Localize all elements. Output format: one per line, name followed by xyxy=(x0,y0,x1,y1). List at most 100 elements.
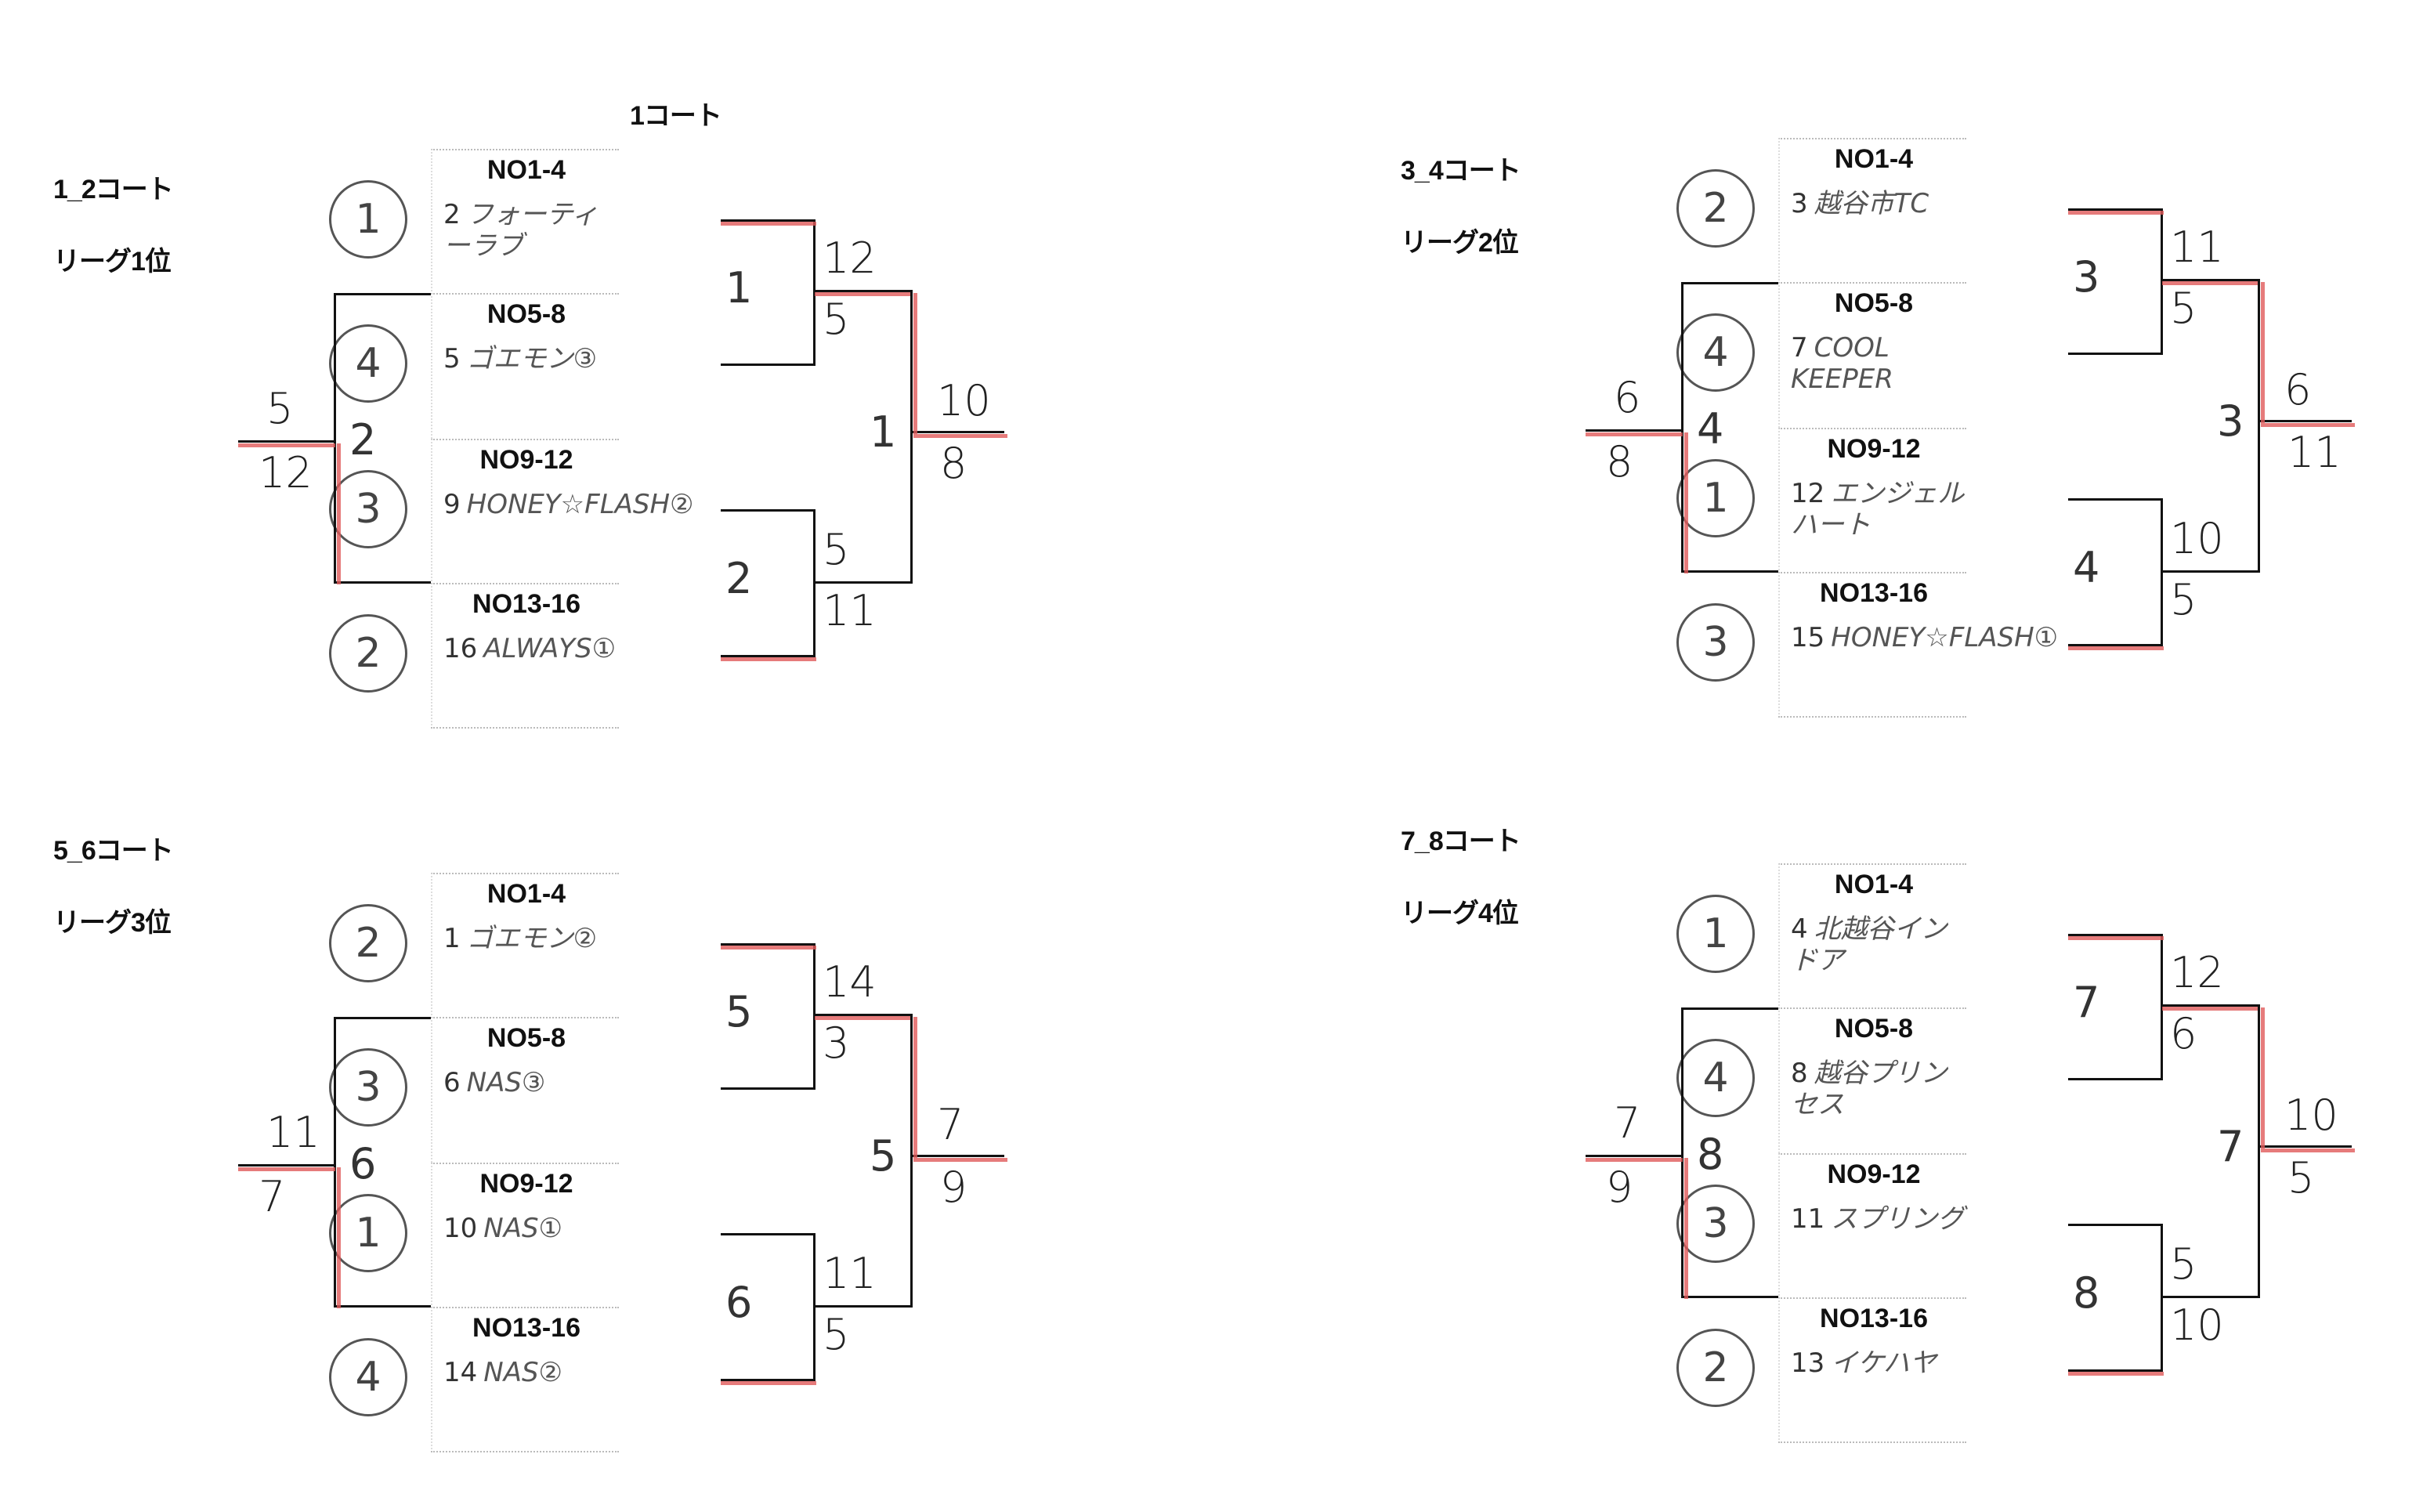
team-name: NAS② xyxy=(483,1357,563,1388)
team-number: 7 xyxy=(1791,332,1808,364)
court-label: 3_4コート xyxy=(1401,156,1521,186)
slot-header: NO9-12 xyxy=(1827,434,1921,464)
team-number: 6 xyxy=(443,1067,461,1098)
semi-bottom-line xyxy=(2068,1078,2162,1080)
seed-circle: 4 xyxy=(329,1338,407,1416)
left-bracket-top xyxy=(334,293,431,295)
final-highlight xyxy=(913,434,1007,438)
final-vertical xyxy=(2258,279,2260,573)
slot-header: NO1-4 xyxy=(1834,144,1914,174)
final-vertical xyxy=(2258,1004,2260,1298)
final-out xyxy=(2258,420,2352,422)
team-number: 14 xyxy=(443,1357,478,1388)
match-number: 4 xyxy=(1697,404,1724,454)
match-number: 1 xyxy=(725,263,753,313)
team-number: 3 xyxy=(1791,188,1808,219)
match-number: 7 xyxy=(2073,978,2100,1027)
score-top: 5 xyxy=(2170,1239,2197,1289)
score-bottom: 6 xyxy=(2170,1009,2197,1058)
team-number: 10 xyxy=(443,1213,478,1244)
semi-bottom-line xyxy=(2068,353,2162,355)
semi-out xyxy=(2161,1004,2259,1007)
semi-highlight xyxy=(721,1381,816,1385)
score-bottom: 8 xyxy=(940,439,967,488)
score-top: 10 xyxy=(2170,514,2224,563)
left-bracket-bottom xyxy=(1681,570,1778,573)
slot-header: NO5-8 xyxy=(1834,288,1914,318)
team-name: フォーティーラブ xyxy=(443,199,599,262)
semi-highlight xyxy=(2162,1007,2259,1011)
score-bottom: 9 xyxy=(940,1163,967,1212)
semi-out xyxy=(813,290,912,292)
left-bracket-vertical xyxy=(334,293,336,583)
slot-bottom-divider xyxy=(431,727,619,729)
match-number: 3 xyxy=(2217,396,2244,446)
semi-vertical xyxy=(2161,934,2163,1080)
final-out xyxy=(910,1155,1004,1157)
semi-top-line xyxy=(721,1233,815,1235)
team-name: 越谷市TC xyxy=(1814,188,1929,219)
score-bottom: 9 xyxy=(1606,1163,1633,1212)
slot-header: NO5-8 xyxy=(486,1023,566,1053)
score-top: 5 xyxy=(823,525,850,574)
match-number: 1 xyxy=(870,407,897,457)
team-number: 4 xyxy=(1791,913,1808,945)
left-bracket-top xyxy=(1681,282,1778,284)
final-out xyxy=(910,431,1004,433)
left-bracket-stub xyxy=(1586,429,1683,432)
left-winner-highlight xyxy=(238,443,335,447)
left-bracket-vertical xyxy=(1681,282,1683,572)
score-top: 12 xyxy=(823,233,877,283)
score-top: 11 xyxy=(266,1108,320,1157)
semi-top-line xyxy=(2068,1224,2162,1226)
team-name: イケハヤ xyxy=(1831,1347,1937,1379)
match-number: 4 xyxy=(2073,543,2100,592)
team-number: 1 xyxy=(443,923,461,954)
semi-vertical xyxy=(2161,208,2163,355)
team-name: 越谷プリンセス xyxy=(1791,1058,1947,1120)
team-number: 9 xyxy=(443,489,461,520)
left-winner-highlight xyxy=(1684,432,1688,573)
semi-bottom-line xyxy=(2068,644,2162,646)
final-highlight xyxy=(913,293,917,434)
team-number: 13 xyxy=(1791,1347,1825,1379)
match-number: 2 xyxy=(725,554,753,603)
score-bottom: 5 xyxy=(2170,284,2197,333)
score-top: 14 xyxy=(823,957,877,1007)
slot-header: NO5-8 xyxy=(1834,1014,1914,1044)
left-bracket-stub xyxy=(238,1164,335,1167)
slot-bottom-divider xyxy=(1778,716,1966,718)
match-number: 3 xyxy=(2073,252,2100,302)
team-number: 8 xyxy=(1791,1058,1808,1089)
score-top: 10 xyxy=(937,376,991,425)
score-top: 6 xyxy=(2284,365,2312,414)
semi-highlight xyxy=(815,1016,912,1020)
semi-out xyxy=(813,1305,912,1308)
semi-highlight xyxy=(2068,936,2164,940)
seed-circle: 1 xyxy=(1676,895,1755,973)
semi-highlight xyxy=(2068,211,2164,215)
team-name: HONEY☆FLASH① xyxy=(1831,622,2059,653)
left-bracket-bottom xyxy=(1681,1296,1778,1298)
left-winner-highlight xyxy=(337,443,341,584)
semi-bottom-line xyxy=(2068,1369,2162,1372)
slot-bottom-divider xyxy=(1778,1441,1966,1443)
final-vertical xyxy=(910,1014,913,1308)
slot-bottom-divider xyxy=(431,1451,619,1452)
score-bottom: 3 xyxy=(823,1018,850,1068)
team-name: エンジェルハート xyxy=(1791,478,1965,541)
left-winner-highlight xyxy=(1684,1158,1688,1299)
team-name: NAS③ xyxy=(466,1067,546,1098)
